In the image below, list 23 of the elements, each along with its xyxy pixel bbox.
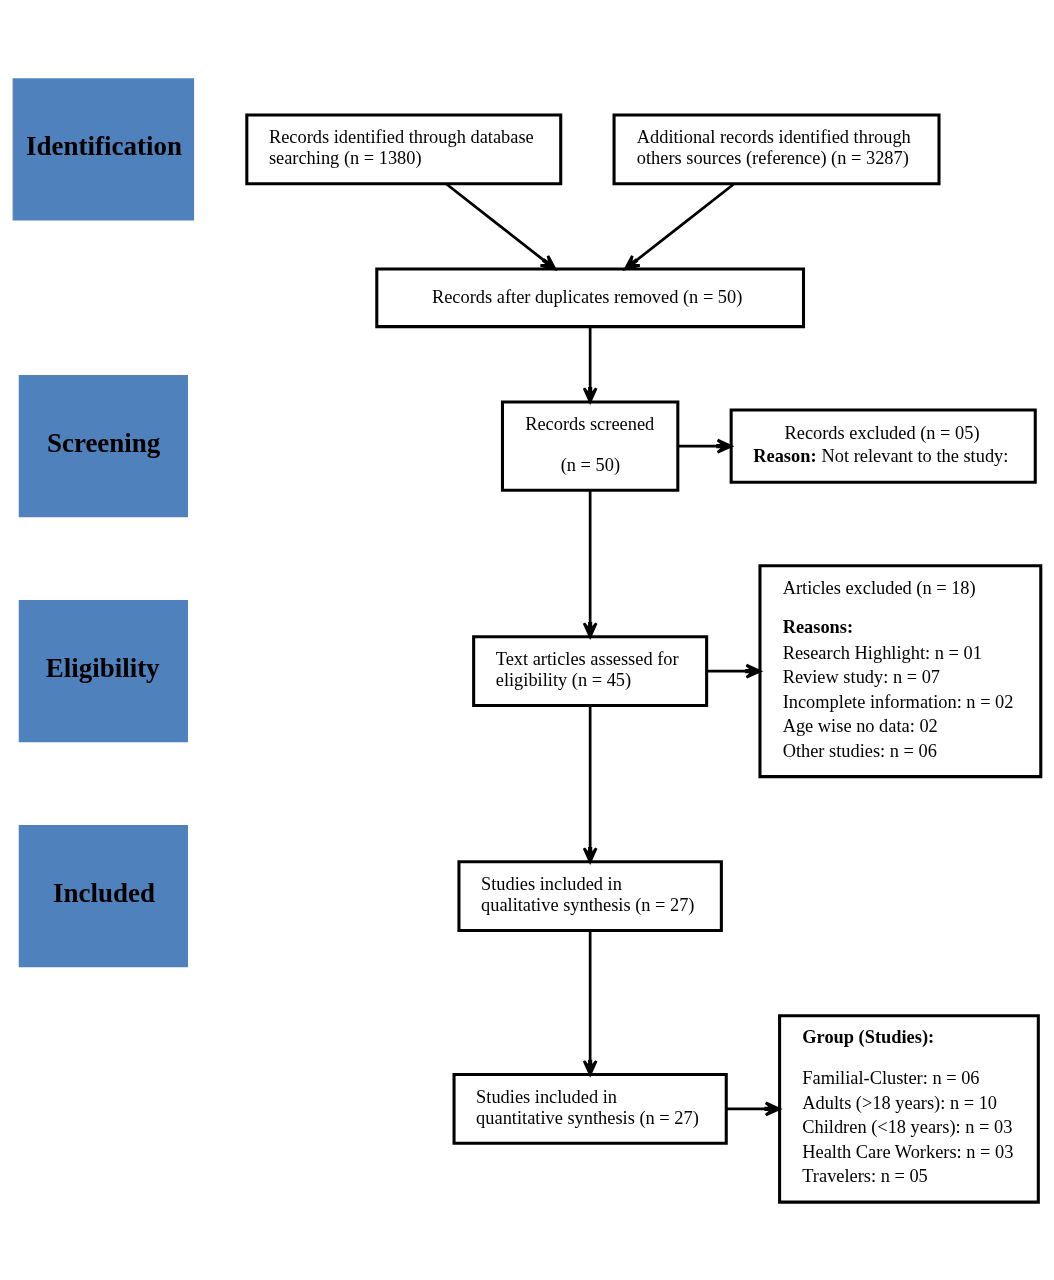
node-box: Identification — [12, 77, 195, 221]
arrow — [445, 182, 557, 270]
node-box: Screening — [18, 374, 188, 517]
node-box: Group (Studies): Familial-Cluster: n = 06 Adults (>18 years): n = 10 Children (<18 years): n = 03 Health Care Workers: n = 03 Travelers: n = 05 — [778, 1013, 1040, 1204]
node-box: Records screened (n = 50) — [500, 399, 680, 492]
arrow — [678, 438, 733, 454]
node-box: Studies included in qualitative synthesis (n = 27) — [457, 859, 723, 932]
node-box: Included — [18, 824, 188, 967]
node-box: Records identified through database searching (n = 1380) — [245, 113, 563, 185]
node-box: Records after duplicates removed (n = 50) — [375, 266, 806, 328]
node-box: Eligibility — [18, 599, 188, 742]
arrow — [582, 930, 598, 1076]
node-box: Articles excluded (n = 18) Reasons: Research Highlight: n = 01 Review study: n = 07 Incomplete information: n = 02 Age wise no data: 02 Other studies: n = 06 — [758, 563, 1043, 778]
node-box: Studies included in quantitative synthesis (n = 27) — [452, 1072, 728, 1145]
arrow — [582, 326, 598, 403]
arrow — [624, 182, 736, 270]
arrow — [582, 705, 598, 863]
node-box: Additional records identified through others sources (reference) (n = 3287) — [612, 113, 941, 185]
node-box: Text articles assessed for eligibility (n = 45) — [472, 634, 709, 707]
node-box: Records excluded (n = 05) Reason: Not relevant to the study: — [729, 407, 1037, 484]
arrow — [726, 1101, 781, 1116]
arrow — [707, 663, 762, 679]
arrow — [582, 490, 598, 638]
